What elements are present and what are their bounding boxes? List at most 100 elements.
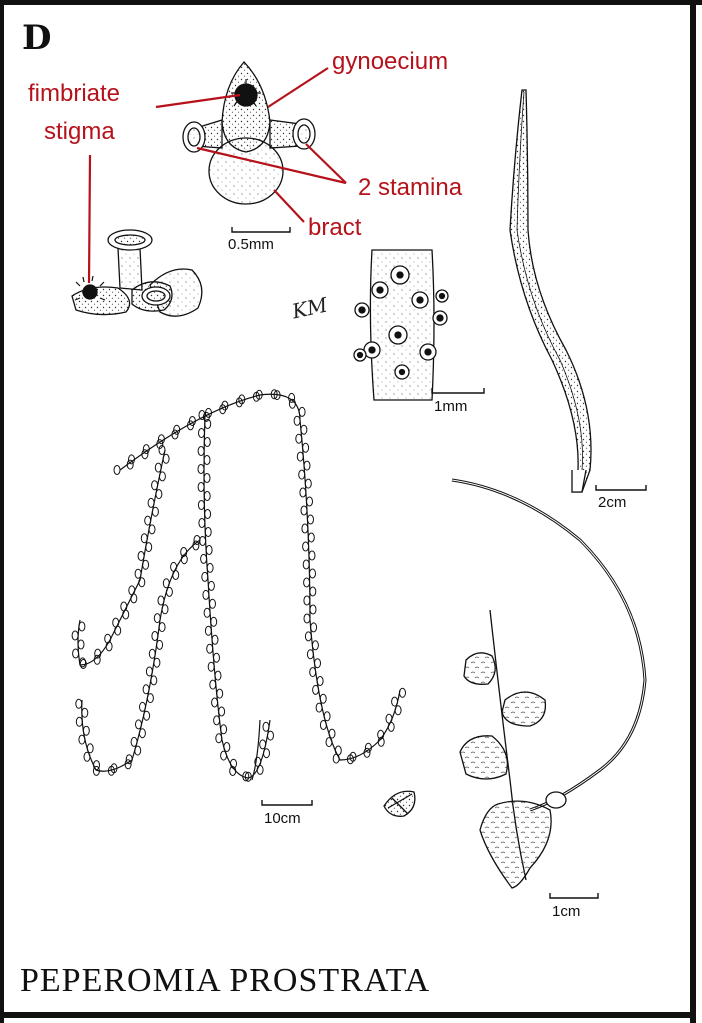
habit-leaf bbox=[150, 675, 158, 686]
leader-fimbriate-stigma-top bbox=[155, 93, 241, 109]
habit-leaf bbox=[210, 616, 218, 627]
habit-leaf bbox=[270, 389, 278, 400]
habit-leaf bbox=[197, 482, 205, 492]
habit-leaf bbox=[180, 554, 188, 565]
habit-leaf bbox=[323, 711, 331, 722]
habit-leaf bbox=[201, 571, 209, 582]
habit-leaf bbox=[81, 707, 89, 718]
habit-leaf bbox=[203, 437, 211, 447]
habit-leaf bbox=[158, 445, 166, 455]
habit-leaf bbox=[78, 734, 86, 745]
habit-leaf bbox=[142, 684, 150, 695]
habit-leaf bbox=[198, 428, 205, 438]
habit-leaf bbox=[298, 406, 306, 417]
habit-leaf bbox=[229, 766, 237, 776]
habit-leaf bbox=[230, 758, 237, 769]
habit-leaf bbox=[263, 748, 270, 759]
habit-leaf bbox=[165, 586, 173, 597]
habit-leaf bbox=[204, 419, 212, 429]
habit-leaf bbox=[300, 424, 308, 435]
label-stamina: 2 stamina bbox=[358, 174, 463, 201]
habit-leaf bbox=[153, 613, 161, 624]
habit-trailing-stems bbox=[77, 393, 401, 781]
habit-leaf bbox=[293, 415, 301, 426]
habit-leaf bbox=[299, 487, 307, 498]
habit-leaf bbox=[309, 586, 317, 597]
habit-leaf bbox=[332, 753, 340, 764]
scale-label-habit: 10cm bbox=[264, 810, 301, 827]
habit-leaf bbox=[306, 496, 313, 507]
rachis-detail bbox=[353, 249, 449, 401]
habit-leaf bbox=[204, 625, 212, 636]
habit-leaf bbox=[107, 765, 115, 776]
habit-leaf bbox=[221, 400, 229, 411]
habit-leaf bbox=[255, 389, 263, 400]
habit-leaf bbox=[162, 578, 170, 589]
habit-leaf bbox=[319, 693, 327, 704]
habit-leaf bbox=[205, 545, 213, 555]
habit-leaf bbox=[223, 742, 231, 752]
habit-leaf bbox=[309, 604, 317, 615]
label-leader-lines bbox=[87, 67, 347, 284]
scale-bar-spike bbox=[595, 485, 647, 491]
habit-leaf bbox=[304, 631, 312, 642]
habit-leaf bbox=[71, 630, 79, 641]
habit-leaf bbox=[303, 460, 311, 471]
habit-leaf bbox=[151, 506, 159, 517]
habit-leaf bbox=[147, 497, 155, 508]
habit-leaf bbox=[198, 410, 206, 420]
label-bract: bract bbox=[308, 214, 362, 241]
habit-leaf bbox=[135, 719, 142, 730]
habit-leaf bbox=[155, 489, 163, 500]
habit-leaf bbox=[144, 515, 152, 526]
scale-bar-leaves bbox=[549, 893, 599, 899]
habit-leaf bbox=[203, 607, 211, 618]
habit-leaf bbox=[92, 765, 100, 776]
habit-leaf bbox=[203, 491, 211, 501]
habit-leaf bbox=[114, 625, 122, 636]
habit-leaf bbox=[213, 715, 221, 726]
habit-leaf bbox=[394, 705, 402, 716]
habit-leaf bbox=[82, 725, 90, 736]
habit-leaf bbox=[78, 621, 86, 632]
habit-leaf bbox=[204, 509, 212, 519]
habit-leaf bbox=[300, 505, 308, 516]
habit-leaf bbox=[153, 657, 161, 668]
habit-leaf bbox=[262, 721, 270, 732]
habit-leaf bbox=[161, 604, 169, 615]
label-fimbriate-line1: fimbriate bbox=[28, 80, 121, 107]
plate-border-right bbox=[690, 0, 696, 1023]
habit-leaf bbox=[197, 464, 205, 474]
habit-leaf bbox=[207, 580, 215, 591]
habit-leaf bbox=[209, 679, 217, 690]
habit-leaf bbox=[204, 527, 212, 537]
habit-leaf bbox=[328, 728, 336, 739]
habit-leaf bbox=[122, 609, 130, 620]
habit-leaf bbox=[216, 688, 224, 699]
habit-leaf bbox=[315, 702, 323, 713]
scale-bar-rachis bbox=[431, 388, 485, 394]
inflorescence-spike bbox=[509, 89, 592, 493]
habit-leaf bbox=[307, 514, 314, 525]
habit-leaf bbox=[156, 639, 164, 650]
habit-leaf bbox=[180, 547, 188, 557]
habit-leaf bbox=[312, 684, 320, 695]
habit-leaf bbox=[391, 696, 399, 707]
habit-leaf bbox=[377, 736, 385, 747]
habit-leaf bbox=[197, 500, 205, 510]
scale-bars bbox=[231, 227, 647, 899]
habit-leaf bbox=[124, 759, 132, 770]
habit-leaf bbox=[206, 562, 214, 573]
habit-leaf bbox=[126, 459, 134, 470]
habit-leaf bbox=[134, 568, 142, 579]
scale-label-flower: 0.5mm bbox=[228, 236, 274, 253]
habit-leaf bbox=[142, 444, 150, 455]
habit-leaf bbox=[302, 559, 310, 570]
habit-leaf bbox=[303, 595, 311, 606]
habit-leaf bbox=[288, 398, 296, 409]
habit-leaf bbox=[302, 442, 310, 453]
habit-leaf bbox=[364, 742, 372, 753]
habit-leaf bbox=[156, 439, 164, 450]
habit-leaf bbox=[309, 568, 316, 579]
habit-leaf bbox=[267, 730, 274, 741]
